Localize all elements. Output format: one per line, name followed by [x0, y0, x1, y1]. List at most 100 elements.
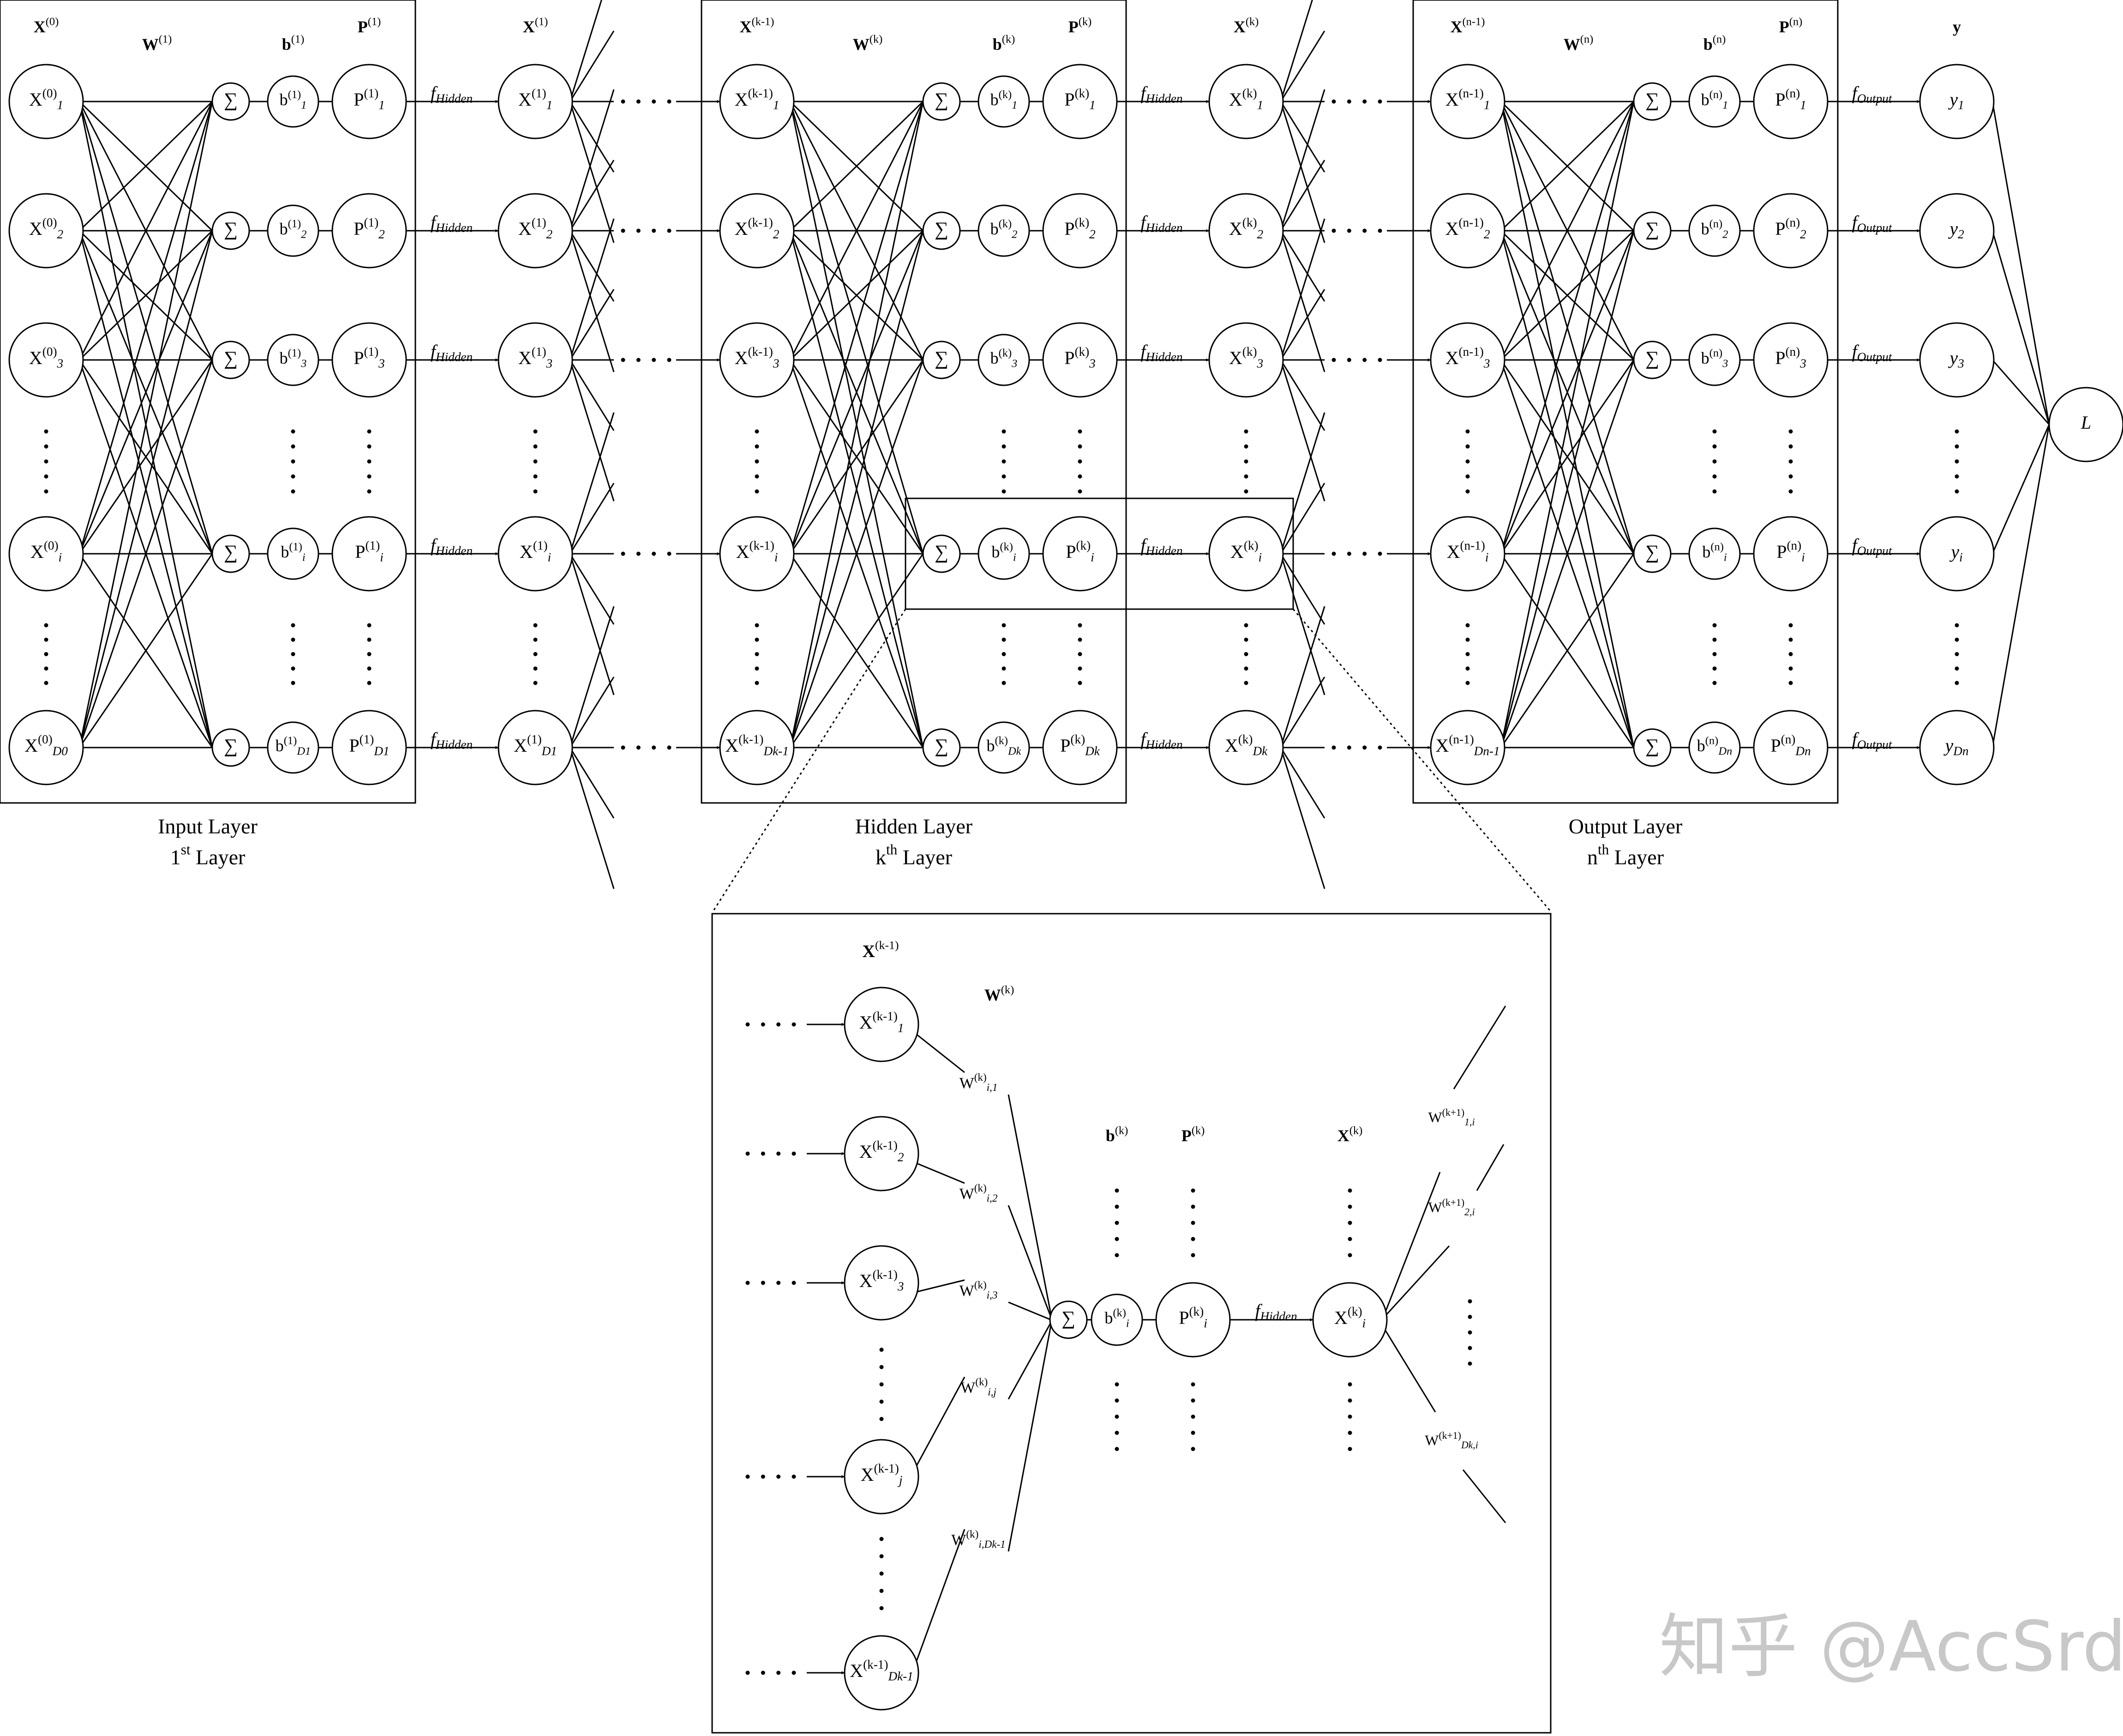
dot: [879, 1589, 884, 1593]
weight-edge: [78, 230, 213, 361]
dot: [652, 551, 656, 556]
weight-edge: [1384, 1329, 1436, 1413]
dot: [1788, 623, 1793, 628]
dot: [1115, 1431, 1119, 1435]
dot: [755, 681, 759, 685]
dot: [1955, 623, 1959, 628]
output-node-label: X(1)3: [518, 345, 552, 371]
dot: [1244, 474, 1248, 479]
bias-node: [267, 721, 319, 774]
input-node-label: X(n-1)Dn-1: [1435, 732, 1499, 758]
preactivation-node-label: P(1)D1: [349, 732, 389, 758]
dot: [533, 623, 538, 628]
vertical-ellipsis: [1468, 1299, 1472, 1366]
dot: [1468, 1299, 1472, 1304]
dot: [621, 551, 625, 556]
fan-out-edge: [1280, 89, 1325, 231]
dot: [367, 474, 372, 479]
input-node-label: X(n-1)i: [1447, 539, 1489, 564]
weight-edge: [1500, 101, 1635, 748]
fan-out-edge: [569, 359, 615, 502]
preactivation-node-label: P(k)i: [1179, 1305, 1207, 1330]
ellipsis: [1331, 551, 1382, 556]
output-node: [498, 516, 573, 592]
layer-caption: Output Layer: [1569, 814, 1683, 838]
dot: [367, 666, 372, 671]
input-node-label: X(0)2: [29, 216, 63, 241]
dot: [367, 429, 372, 434]
bias-node: [267, 334, 319, 386]
ellipsis: [1331, 745, 1382, 750]
input-node: [1430, 516, 1505, 592]
zoom-input-node: [844, 1635, 919, 1711]
preactivation-node-label: P(1)1: [354, 86, 385, 112]
weight-label: W(k)i,1: [960, 1072, 998, 1094]
sum-node: [922, 341, 961, 379]
weight-edge: [1453, 1006, 1506, 1089]
dot: [1465, 459, 1470, 464]
dot: [1078, 681, 1082, 685]
vertical-ellipsis: [1788, 623, 1793, 685]
column-header: X(k-1): [740, 15, 774, 36]
dot: [761, 1281, 765, 1285]
fan-out-edge: [1280, 230, 1325, 302]
weight-edge: [1008, 1322, 1052, 1400]
dot: [367, 459, 372, 464]
ellipsis: [745, 1474, 796, 1479]
preactivation-node: [331, 710, 407, 785]
weight-label: W(k)i,3: [960, 1279, 998, 1301]
zoom-preactivation-header: P(k): [1181, 1124, 1205, 1145]
sum-symbol: ∑: [224, 542, 238, 563]
dot: [1191, 1204, 1195, 1209]
fan-out-edge: [569, 89, 615, 231]
dot: [1712, 474, 1717, 479]
dot: [1347, 99, 1351, 104]
input-node-label: X(k-1)Dk-1: [725, 732, 789, 758]
vertical-ellipsis: [1115, 1382, 1119, 1451]
sum-node: [211, 82, 250, 121]
dot: [1191, 1414, 1195, 1419]
dot: [879, 1554, 884, 1558]
sum-symbol: ∑: [224, 219, 238, 240]
preactivation-node: [1753, 64, 1829, 139]
sum-symbol: ∑: [224, 736, 238, 757]
dot: [1955, 652, 1959, 656]
dot: [367, 637, 372, 642]
output-node-label: X(1)2: [518, 216, 552, 241]
dot: [745, 1022, 750, 1027]
dot: [792, 1151, 796, 1156]
dot: [1244, 444, 1248, 449]
dot: [879, 1571, 884, 1576]
dot: [776, 1474, 781, 1479]
weight-edge: [78, 359, 213, 554]
vertical-ellipsis: [44, 429, 48, 494]
activation-label: fHidden: [1140, 212, 1182, 234]
weight-edge: [789, 359, 924, 554]
dot: [367, 444, 372, 449]
activation-label: fHidden: [1255, 1300, 1297, 1323]
preactivation-node: [1042, 193, 1118, 269]
vertical-ellipsis: [367, 623, 372, 685]
fan-out-edge: [1280, 0, 1313, 102]
dot: [652, 228, 656, 233]
activation-label: fOutput: [1852, 83, 1893, 105]
weight-label: W(k+1)2,i: [1428, 1197, 1475, 1217]
ellipsis: [745, 1022, 796, 1027]
output-node-label: X(k)3: [1229, 345, 1263, 371]
output-node: [1919, 193, 1995, 269]
zoom-panel: [711, 913, 1552, 1734]
dot: [652, 99, 656, 104]
layer-ordinal: 1st Layer: [170, 842, 246, 869]
dot: [1078, 623, 1082, 628]
weight-edge: [1500, 230, 1635, 361]
output-node-label: y2: [1948, 218, 1964, 241]
weight-edge: [915, 1279, 965, 1293]
dot: [755, 489, 759, 494]
output-node: [1208, 64, 1284, 139]
weight-label: W(k)i,2: [960, 1182, 998, 1204]
preactivation-node: [1753, 193, 1829, 269]
vertical-ellipsis: [879, 1537, 884, 1610]
weight-edge: [915, 1377, 966, 1468]
fan-out-edge: [569, 676, 615, 748]
dot: [1115, 1414, 1119, 1419]
